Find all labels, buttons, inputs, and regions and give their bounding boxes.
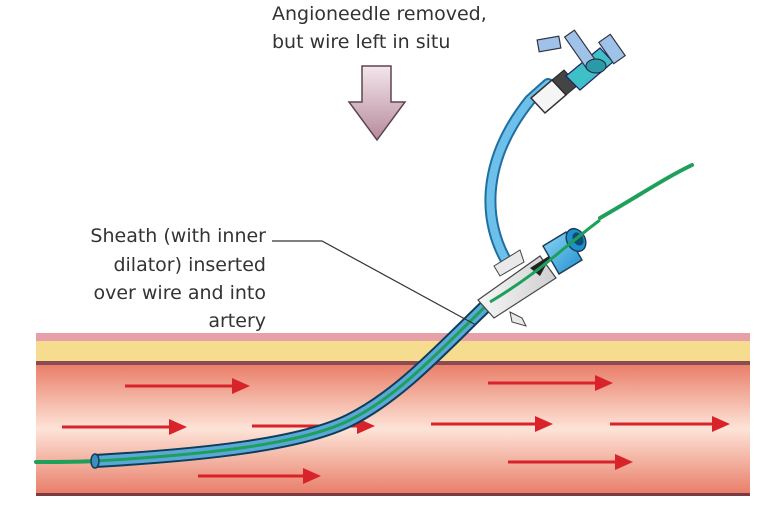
sheath-tip	[90, 453, 100, 469]
arrow-right-icon	[488, 375, 613, 391]
artery-outer-wall	[36, 333, 750, 341]
sheath-caption-line1: Sheath (with inner	[90, 225, 266, 247]
tubing-connector	[529, 69, 579, 115]
arrow-right-icon	[125, 378, 250, 394]
arrow-right-icon	[198, 468, 321, 484]
artery-inner-wall	[36, 361, 750, 365]
sheath-caption-line3: over wire and into	[93, 282, 266, 304]
sheath-caption-line2: dilator) inserted	[113, 254, 266, 276]
three-way-stopcock-icon	[536, 29, 627, 91]
artery	[36, 333, 750, 496]
artery-bottom-wall	[36, 493, 750, 496]
arrow-right-icon	[431, 416, 553, 432]
arrow-right-icon	[610, 416, 730, 432]
sheath-label-leader	[272, 240, 477, 326]
arrow-right-icon	[508, 454, 633, 470]
top-caption-line2: but wire left in situ	[272, 31, 451, 53]
top-caption-line1: Angioneedle removed,	[272, 3, 487, 25]
down-arrow-icon	[347, 65, 407, 142]
arrow-right-icon	[62, 419, 187, 435]
fat-layer	[36, 341, 750, 361]
sheath-caption-line4: artery	[208, 310, 266, 332]
